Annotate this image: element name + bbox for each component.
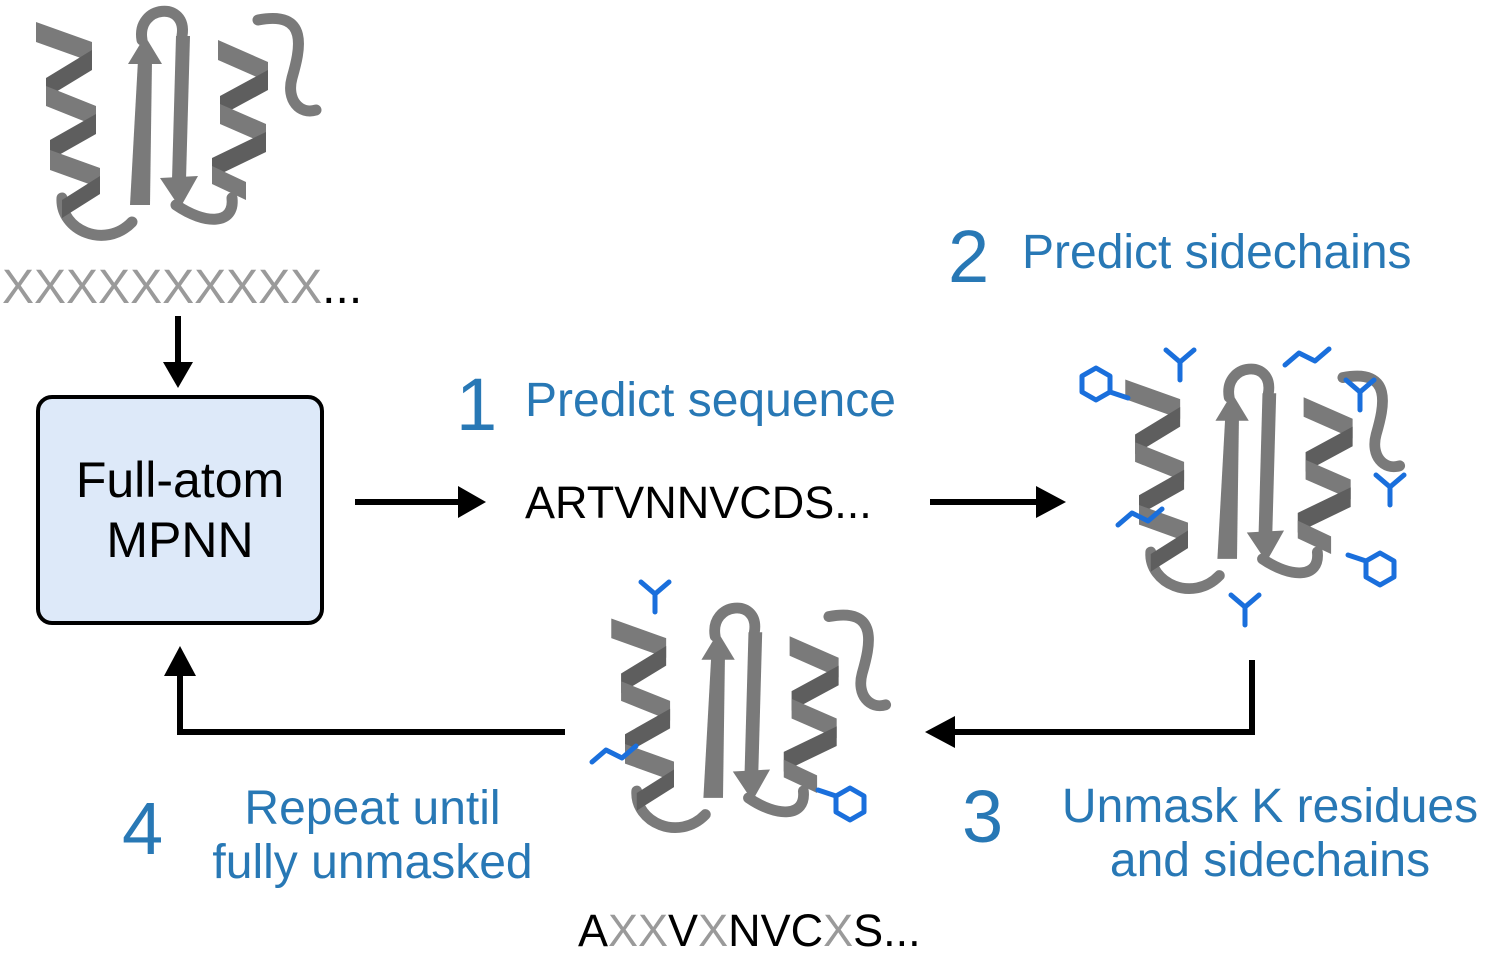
partial-seq-masked: XX <box>608 905 669 956</box>
protein-ribbon-icon-partial <box>611 608 885 828</box>
initial-sequence-masked: XXXXXXXXXX <box>2 261 323 314</box>
step-1-label: Predict sequence <box>525 374 896 427</box>
model-label: Full-atom MPNN <box>75 452 285 568</box>
partial-seq-masked: X <box>698 905 729 956</box>
partial-seq-masked: X <box>823 905 854 956</box>
arrow-icon <box>175 316 1255 735</box>
step-2-number: 2 <box>948 215 990 298</box>
model-box: Full-atom MPNN <box>36 395 324 625</box>
protein-ribbon-icon <box>36 11 316 235</box>
step-3-label: Unmask K residues and sidechains <box>1061 780 1479 887</box>
predicted-sequence: ARTVNNVCDS... <box>525 477 872 528</box>
initial-sequence-ellipsis: ... <box>322 261 363 314</box>
initial-sequence: XXXXXXXXXX... <box>2 264 362 312</box>
step-2-label: Predict sidechains <box>1022 226 1412 279</box>
partial-seq-part: S... <box>853 905 921 956</box>
step-3-number: 3 <box>962 775 1004 858</box>
partial-sequence: AXXVXNVCXS... <box>578 908 921 953</box>
step-4-number: 4 <box>122 787 164 870</box>
partial-seq-part: NVC <box>728 905 824 956</box>
step-1-number: 1 <box>456 363 498 446</box>
arrow-heads <box>163 362 1066 748</box>
step-4-label: Repeat until fully unmasked <box>212 782 533 889</box>
partial-seq-part: V <box>668 905 699 956</box>
partial-seq-part: A <box>578 905 609 956</box>
